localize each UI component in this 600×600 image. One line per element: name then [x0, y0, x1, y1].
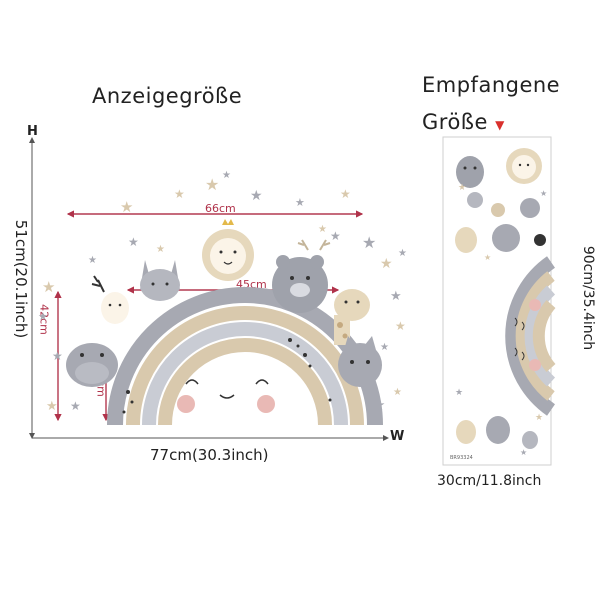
svg-text:★: ★	[393, 387, 402, 398]
svg-text:★: ★	[362, 233, 376, 252]
sku-label: BR93324	[450, 455, 473, 461]
cat-character	[338, 336, 382, 387]
bear-character	[272, 239, 331, 313]
svg-text:★: ★	[520, 448, 527, 457]
giraffe-character	[334, 289, 370, 345]
dot-decoration	[122, 338, 332, 414]
total-width-label: 77cm(30.3inch)	[150, 446, 269, 464]
svg-text:★: ★	[120, 198, 133, 216]
svg-text:★: ★	[88, 255, 97, 266]
axis-w-label: W	[390, 429, 405, 444]
fox-character	[140, 260, 180, 301]
svg-text:★: ★	[52, 349, 63, 363]
svg-text:★: ★	[398, 248, 407, 259]
svg-text:★: ★	[46, 399, 58, 414]
outer-dimension-lines	[29, 137, 389, 441]
svg-text:★: ★	[205, 175, 219, 194]
rainbow	[107, 287, 383, 426]
received-size-title: Empfangene	[422, 73, 561, 97]
received-width-label: 30cm/11.8inch	[437, 473, 542, 489]
svg-text:★: ★	[156, 244, 165, 255]
svg-text:★: ★	[295, 196, 305, 209]
deer-character	[91, 275, 129, 324]
svg-text:★: ★	[128, 235, 139, 249]
svg-text:★: ★	[535, 413, 543, 423]
display-size-title: Anzeigegröße	[92, 84, 243, 108]
svg-text:★: ★	[540, 189, 547, 198]
svg-text:★: ★	[70, 399, 81, 413]
hippo-character	[66, 343, 118, 387]
svg-text:★: ★	[484, 253, 491, 262]
received-package-sheet: ★ ★ ★ ★ ★ ★	[442, 136, 556, 466]
down-arrow-icon: ▼	[495, 118, 505, 132]
svg-text:★: ★	[42, 278, 55, 296]
svg-text:★: ★	[390, 289, 402, 304]
svg-text:★: ★	[395, 319, 406, 333]
svg-text:★: ★	[38, 310, 48, 323]
rainbow-face	[177, 379, 275, 413]
svg-text:★: ★	[380, 342, 389, 353]
svg-text:★: ★	[455, 388, 463, 398]
svg-text:★: ★	[330, 229, 341, 243]
svg-text:★: ★	[174, 187, 185, 201]
svg-text:★: ★	[458, 183, 466, 193]
svg-text:★: ★	[380, 256, 393, 272]
svg-text:★: ★	[340, 187, 351, 201]
axis-h-label: H	[27, 124, 38, 139]
width-66-label: 66cm	[205, 202, 236, 215]
svg-text:★: ★	[250, 188, 263, 204]
svg-text:★: ★	[222, 170, 231, 181]
svg-text:★: ★	[318, 224, 327, 235]
lion-character	[202, 219, 254, 281]
received-size-title-line2: Größe ▼	[422, 110, 505, 134]
